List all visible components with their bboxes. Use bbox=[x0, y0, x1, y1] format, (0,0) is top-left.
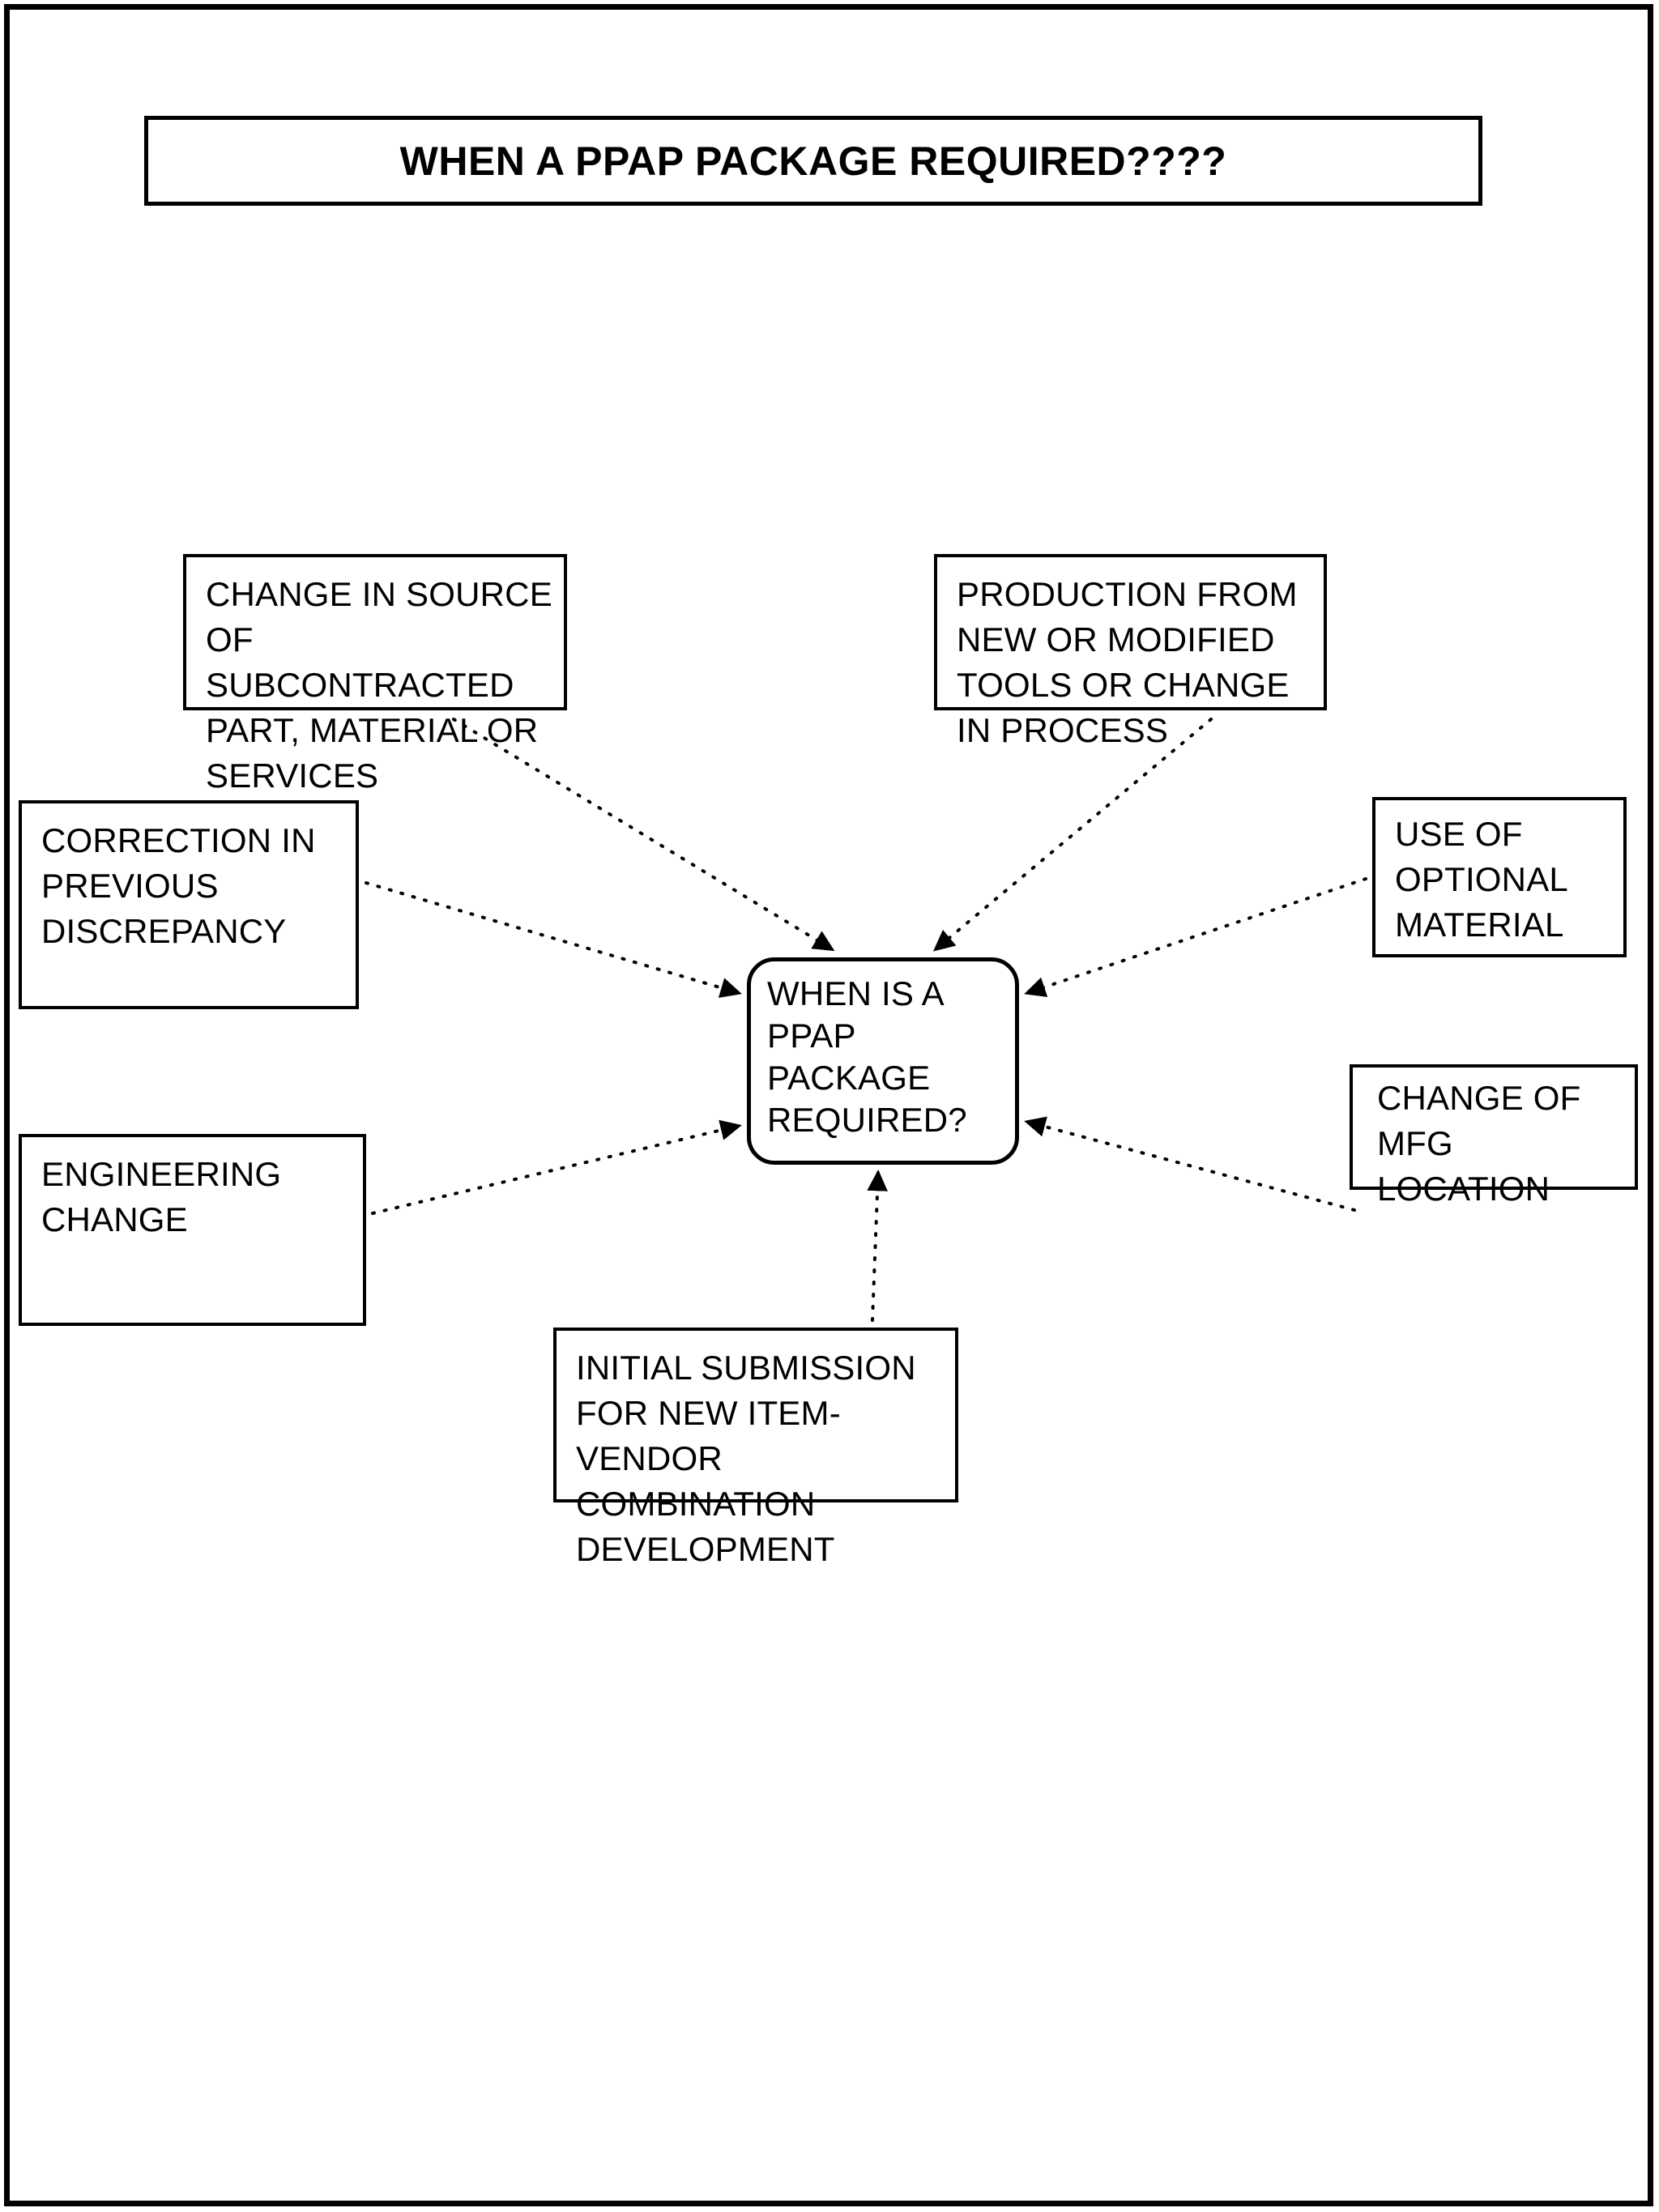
connector-production-to-center bbox=[932, 718, 1213, 952]
connector-optional-to-center bbox=[1024, 877, 1367, 997]
node-engineering-change[interactable]: ENGINEERING CHANGE bbox=[19, 1134, 366, 1326]
node-label: CHANGE IN SOURCE OF SUBCONTRACTED PART, … bbox=[206, 575, 552, 795]
center-node-label: WHEN IS A PPAP PACKAGE REQUIRED? bbox=[767, 974, 967, 1139]
node-label: CHANGE OF MFG LOCATION bbox=[1377, 1079, 1581, 1208]
node-change-of-mfg-location[interactable]: CHANGE OF MFG LOCATION bbox=[1350, 1064, 1638, 1208]
node-change-in-source[interactable]: CHANGE IN SOURCE OF SUBCONTRACTED PART, … bbox=[183, 554, 567, 795]
node-production-from-new-tools[interactable]: PRODUCTION FROM NEW OR MODIFIED TOOLS OR… bbox=[934, 554, 1327, 749]
node-correction-in-previous-discrepancy[interactable]: CORRECTION IN PREVIOUS DISCREPANCY bbox=[19, 800, 359, 1009]
page-title: WHEN A PPAP PACKAGE REQUIRED???? bbox=[399, 138, 1227, 184]
page-border bbox=[4, 4, 1653, 2206]
node-label: CORRECTION IN PREVIOUS DISCREPANCY bbox=[41, 821, 316, 950]
node-label: INITIAL SUBMISSION FOR NEW ITEM-VENDOR C… bbox=[576, 1349, 916, 1568]
connector-source-to-center bbox=[452, 718, 835, 952]
title-banner: WHEN A PPAP PACKAGE REQUIRED???? bbox=[144, 116, 1482, 206]
node-use-of-optional-material[interactable]: USE OF OPTIONAL MATERIAL bbox=[1372, 797, 1627, 957]
connector-mfg-to-center bbox=[1024, 1116, 1356, 1212]
connector-correction-to-center bbox=[365, 881, 742, 998]
node-center-question[interactable]: WHEN IS A PPAP PACKAGE REQUIRED? bbox=[747, 957, 1019, 1165]
node-label: PRODUCTION FROM NEW OR MODIFIED TOOLS OR… bbox=[957, 575, 1298, 749]
connector-engineering-to-center bbox=[371, 1119, 742, 1215]
node-label: USE OF OPTIONAL MATERIAL bbox=[1395, 815, 1567, 944]
connector-initial-to-center bbox=[867, 1170, 888, 1322]
node-label: ENGINEERING CHANGE bbox=[41, 1155, 282, 1238]
node-initial-submission[interactable]: INITIAL SUBMISSION FOR NEW ITEM-VENDOR C… bbox=[553, 1328, 958, 1568]
